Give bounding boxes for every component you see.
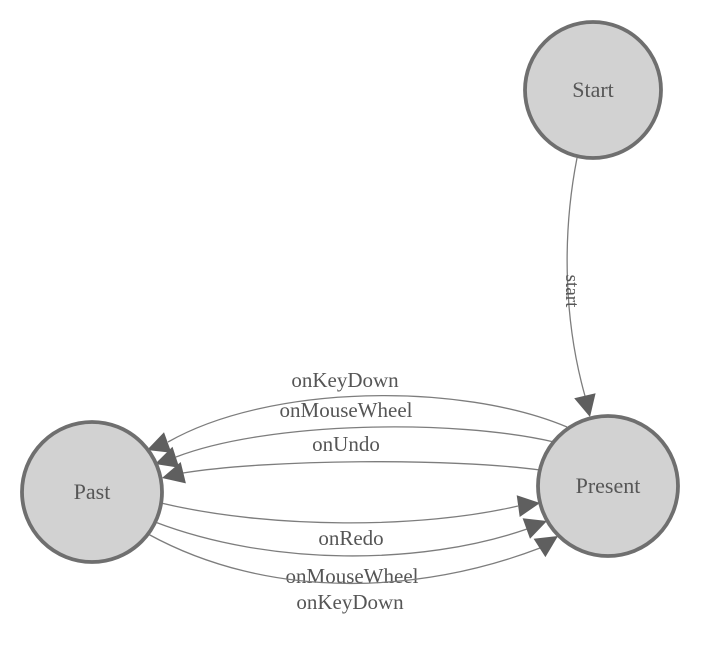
edge-start-to-present-path xyxy=(566,157,586,397)
node-past-circle xyxy=(20,420,164,564)
edge-label-onmousewheel-upper: onMouseWheel xyxy=(280,398,413,422)
node-start: Start xyxy=(523,20,663,160)
node-past: Past xyxy=(20,420,164,564)
node-present-label: Present xyxy=(576,473,641,498)
edge-label-onredo: onRedo xyxy=(318,526,383,550)
node-present: Present xyxy=(536,414,680,558)
edge-past-to-present-onredo-arrowhead-icon xyxy=(516,495,540,517)
node-start-circle xyxy=(523,20,663,160)
edge-label-onkeydown-lower: onKeyDown xyxy=(296,590,404,614)
edge-past-to-present-onkeydown: onKeyDown xyxy=(147,533,558,614)
edge-past-to-present-onmousewheel-path xyxy=(154,521,528,557)
edge-present-to-past-onundo: onUndo xyxy=(162,432,541,484)
edge-past-to-present-onredo: onRedo xyxy=(160,495,540,550)
edge-present-to-past-onundo-arrowhead-icon xyxy=(162,462,186,484)
edge-present-to-past-onmousewheel-path xyxy=(175,426,555,458)
edge-past-to-present-onredo-path xyxy=(160,502,519,524)
edge-present-to-past-onundo-path xyxy=(182,461,541,474)
edge-past-to-present-onkeydown-path xyxy=(147,533,541,585)
edge-label-onkeydown-upper: onKeyDown xyxy=(291,368,399,392)
node-past-label: Past xyxy=(74,479,111,504)
edge-label-start: start xyxy=(561,275,582,308)
node-start-label: Start xyxy=(572,77,614,102)
edge-present-to-past-onkeydown-arrowhead-icon xyxy=(147,432,172,453)
edge-past-to-present-onmousewheel: onMouseWheel xyxy=(154,518,547,588)
edge-past-to-present-onmousewheel-arrowhead-icon xyxy=(522,518,547,539)
edge-label-onmousewheel-lower: onMouseWheel xyxy=(286,564,419,588)
edge-start-to-present-arrowhead-icon xyxy=(574,393,596,417)
edge-label-onundo: onUndo xyxy=(312,432,380,456)
edge-present-to-past-onkeydown: onKeyDown xyxy=(147,368,568,453)
edge-present-to-past-onmousewheel: onMouseWheel xyxy=(155,398,555,468)
edge-present-to-past-onkeydown-path xyxy=(167,395,568,443)
edge-present-to-past-onmousewheel-arrowhead-icon xyxy=(155,446,180,468)
edge-past-to-present-onkeydown-arrowhead-icon xyxy=(533,536,558,558)
node-present-circle xyxy=(536,414,680,558)
edge-start-to-present: start xyxy=(561,157,596,417)
